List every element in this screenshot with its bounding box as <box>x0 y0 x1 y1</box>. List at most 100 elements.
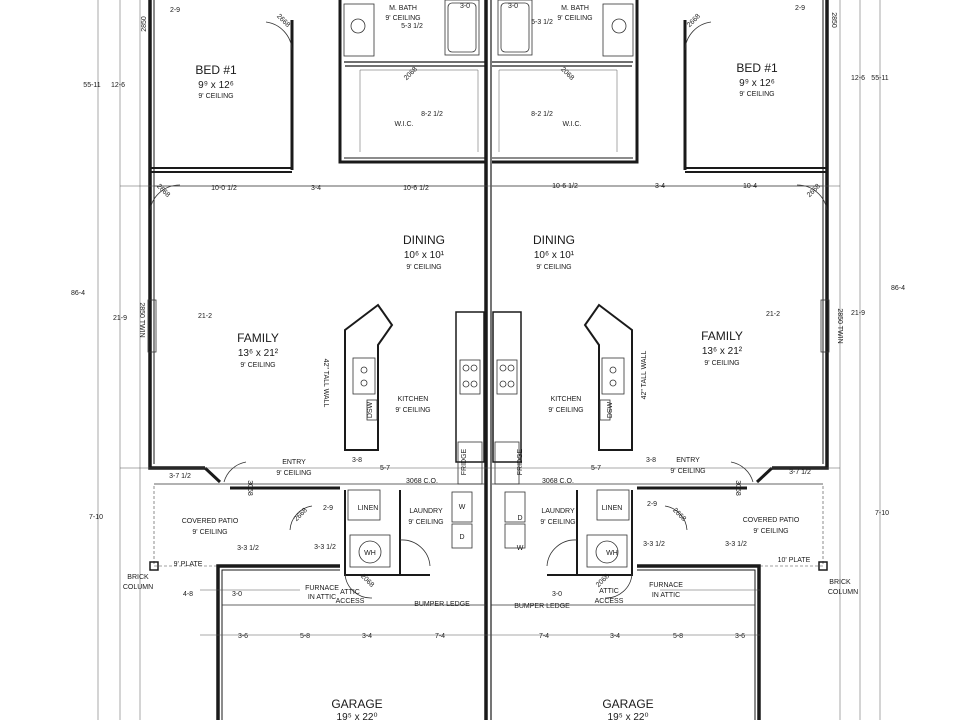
dim-label: 86-4 <box>71 290 85 297</box>
dim-label: 3-8 <box>646 457 656 464</box>
left-bumper-ledge: BUMPER LEDGE <box>414 601 470 608</box>
dim-label: 7-10 <box>875 510 889 517</box>
right-bath-ceiling: 9' CEILING <box>557 15 592 22</box>
right-brick-label: BRICK <box>829 579 851 586</box>
left-bath-name: M. BATH <box>389 5 417 12</box>
left-laundry-name: LAUNDRY <box>409 508 443 515</box>
dim-label: 3-6 <box>238 633 248 640</box>
left-entry-name: ENTRY <box>282 459 306 466</box>
left-bedroom-size: 9⁹ x 12⁶ <box>198 80 234 91</box>
dim-label: 3-3 1/2 <box>237 545 259 552</box>
left-bath-dim: 5-3 1/2 <box>401 23 423 30</box>
right-closet-dim: 8-2 1/2 <box>531 111 553 118</box>
right-dining-size: 10⁶ x 10¹ <box>534 250 575 261</box>
right-family-size: 13⁶ x 21² <box>702 346 743 357</box>
left-patio-ceiling: 9' CEILING <box>192 529 227 536</box>
dim-label: 10-6 1/2 <box>552 183 578 190</box>
dim-label: 3-7 1/2 <box>789 469 811 476</box>
right-wall-note: 42" TALL WALL <box>641 351 648 400</box>
right-linen-label: LINEN <box>602 505 623 512</box>
right-bath-name: M. BATH <box>561 5 589 12</box>
dim-label: 7-4 <box>435 633 445 640</box>
dim-label: 2850 <box>141 16 148 32</box>
right-garage-size: 19⁵ x 22⁰ <box>608 712 649 720</box>
left-brick-label: BRICK <box>127 574 149 581</box>
right-patio-ceiling: 9' CEILING <box>753 528 788 535</box>
left-furnace-label: FURNACE <box>305 585 339 592</box>
dim-label: 3-7 1/2 <box>169 473 191 480</box>
dim-label: 86-4 <box>891 285 905 292</box>
right-bedroom-size: 9⁹ x 12⁶ <box>739 78 775 89</box>
right-dining-ceiling: 9' CEILING <box>536 264 571 271</box>
right-bedroom-name: BED #1 <box>736 61 778 75</box>
right-kitchen-name: KITCHEN <box>551 396 582 403</box>
dim-label: 55-11 <box>83 82 100 89</box>
left-dsw-label: DSW <box>367 401 374 418</box>
left-dining-ceiling: 9' CEILING <box>406 264 441 271</box>
right-dryer-label: D <box>517 515 522 522</box>
right-fridge-label: FRIDGE <box>517 448 524 475</box>
dim-label: 3-3 1/2 <box>725 541 747 548</box>
dimension-lines <box>97 0 881 720</box>
dim-label: 3068 <box>734 480 741 496</box>
right-patio-name: COVERED PATIO <box>743 517 800 524</box>
right-washer-label: W <box>517 545 524 552</box>
left-garage-size: 19⁵ x 22⁰ <box>337 712 378 720</box>
right-kitchen-ceiling: 9' CEILING <box>548 407 583 414</box>
left-wall-note: 42" TALL WALL <box>322 359 329 408</box>
dim-label: 3-4 <box>655 183 665 190</box>
right-bedroom-ceiling: 9' CEILING <box>739 91 774 98</box>
right-laundry-name: LAUNDRY <box>541 508 575 515</box>
dim-label: 5-8 <box>673 633 683 640</box>
dim-label: 3-4 <box>311 185 321 192</box>
right-access-label: ACCESS <box>595 598 624 605</box>
dim-label: 5-7 <box>591 465 601 472</box>
right-wh-label: WH <box>606 550 618 557</box>
dim-label: 2-9 <box>647 501 657 508</box>
dim-label: 21-2 <box>198 313 212 320</box>
right-garage-name: GARAGE <box>602 697 653 711</box>
left-washer-label: W <box>459 504 466 511</box>
dim-label: 4-8 <box>183 591 193 598</box>
left-in-attic-label: IN ATTIC <box>308 594 336 601</box>
left-attic-label: ATTIC <box>340 589 360 596</box>
right-bath-dim: 5-3 1/2 <box>531 19 553 26</box>
dim-label: 3-6 <box>735 633 745 640</box>
dim-label: 12-6 <box>111 82 125 89</box>
right-co-note: 3068 C.O. <box>542 478 574 485</box>
left-garage-name: GARAGE <box>331 697 382 711</box>
left-laundry-ceiling: 9' CEILING <box>408 519 443 526</box>
dim-label: 2068 <box>559 66 575 82</box>
dim-label: 7-10 <box>89 514 103 521</box>
dim-label: 3068 <box>246 480 253 496</box>
right-dining-name: DINING <box>533 233 575 247</box>
dim-label: 21-9 <box>113 315 127 322</box>
dim-label: 10-0 1/2 <box>211 185 237 192</box>
left-closet-dim: 8-2 1/2 <box>421 111 443 118</box>
left-dining-size: 10⁶ x 10¹ <box>404 250 445 261</box>
dim-label: 2-9 <box>170 7 180 14</box>
dim-label: 2668 <box>293 507 309 523</box>
dim-label: 3-0 <box>232 591 242 598</box>
left-linen-label: LINEN <box>358 505 379 512</box>
right-dsw-label: DSW <box>607 401 614 418</box>
left-family-ceiling: 9' CEILING <box>240 362 275 369</box>
left-access-label: ACCESS <box>336 598 365 605</box>
dim-label: 21-2 <box>766 311 780 318</box>
left-column-label: COLUMN <box>123 584 153 591</box>
left-plate-note: 9' PLATE <box>174 561 203 568</box>
left-unit-walls <box>147 0 492 720</box>
left-patio-name: COVERED PATIO <box>182 518 239 525</box>
left-closet-name: W.I.C. <box>394 121 413 128</box>
left-kitchen-ceiling: 9' CEILING <box>395 407 430 414</box>
dim-label: 10-4 <box>743 183 757 190</box>
dim-label: 3-0 <box>460 3 470 10</box>
left-family-name: FAMILY <box>237 331 279 345</box>
left-family-size: 13⁶ x 21² <box>238 348 279 359</box>
left-bath-ceiling: 9' CEILING <box>385 15 420 22</box>
dim-label: 3-3 1/2 <box>643 541 665 548</box>
left-dining-name: DINING <box>403 233 445 247</box>
left-entry-ceiling: 9' CEILING <box>276 470 311 477</box>
left-bedroom-name: BED #1 <box>195 63 237 77</box>
right-family-ceiling: 9' CEILING <box>704 360 739 367</box>
